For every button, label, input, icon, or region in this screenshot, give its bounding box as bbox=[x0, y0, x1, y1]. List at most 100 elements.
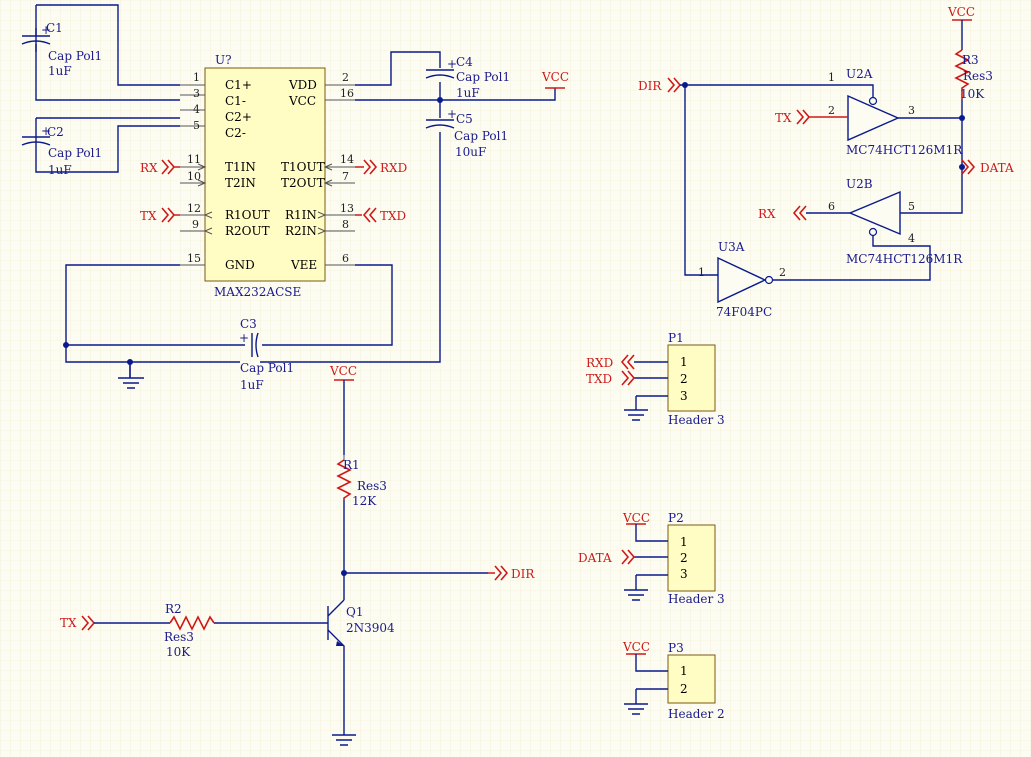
c1-value: Cap Pol1 bbox=[48, 49, 102, 63]
u7-pin-name: R1OUT bbox=[225, 208, 270, 222]
u7-pin-name: C1- bbox=[225, 94, 246, 108]
net-label-vcc: VCC bbox=[947, 5, 975, 19]
net-label-vcc: VCC bbox=[622, 511, 650, 525]
u7-pin-name: VEE bbox=[290, 258, 317, 272]
c2-ref: C2 bbox=[47, 125, 64, 139]
net-label-rxd: RXD bbox=[586, 356, 613, 370]
c5-ref: C5 bbox=[456, 112, 473, 126]
p1-pin: 3 bbox=[680, 389, 688, 403]
net-port-data[interactable]: DATA bbox=[961, 159, 1014, 175]
net-port-dir-out[interactable]: DIR bbox=[488, 565, 535, 581]
u7-pin-name: C2- bbox=[225, 126, 246, 140]
u2b-part: MC74HCT126M1R bbox=[846, 252, 963, 266]
u3a-ref: U3A bbox=[718, 240, 745, 254]
power-port-vcc-2[interactable]: VCC bbox=[329, 364, 357, 381]
u2a-in-pin: 2 bbox=[828, 104, 835, 117]
power-port-vcc-1[interactable]: VCC bbox=[541, 70, 569, 89]
header-p2[interactable]: P2 1 2 3 Header 3 bbox=[667, 511, 725, 606]
p1-pin: 1 bbox=[680, 355, 688, 369]
c2-value: Cap Pol1 bbox=[48, 146, 102, 160]
u2a-en-pin: 1 bbox=[828, 71, 835, 84]
u2a-out-pin: 3 bbox=[908, 104, 915, 117]
u7-pin-num: 10 bbox=[187, 170, 201, 183]
u7-pin-name: R2IN bbox=[285, 224, 317, 238]
net-port-rx-out[interactable]: RX bbox=[758, 205, 807, 221]
u7-pin-num: 4 bbox=[193, 103, 200, 116]
c3-size: 1uF bbox=[240, 378, 264, 392]
net-port-rxd-p1[interactable]: RXD bbox=[586, 354, 635, 370]
q1-part: 2N3904 bbox=[346, 621, 395, 635]
power-port-vcc-p2[interactable]: VCC bbox=[622, 511, 650, 525]
ground-icon bbox=[624, 589, 648, 601]
header-p1[interactable]: P1 1 2 3 Header 3 bbox=[667, 331, 725, 427]
ground-icon bbox=[332, 734, 356, 746]
net-port-data-p2[interactable]: DATA bbox=[578, 549, 636, 565]
u7-pin-name: T2IN bbox=[225, 176, 256, 190]
p2-ref: P2 bbox=[668, 511, 684, 525]
u7-pin-name: GND bbox=[225, 258, 255, 272]
c4-size: 1uF bbox=[456, 86, 480, 100]
inverter-u3a[interactable]: 1 2 U3A 74F04PC bbox=[698, 240, 790, 319]
net-label-txd: TXD bbox=[586, 372, 612, 386]
net-port-txd[interactable]: TXD bbox=[355, 207, 406, 223]
power-port-vcc-p3[interactable]: VCC bbox=[622, 640, 650, 655]
net-port-rxd[interactable]: RXD bbox=[355, 159, 407, 175]
u7-pin-name: R1IN bbox=[285, 208, 317, 222]
c5-size: 10uF bbox=[455, 145, 486, 159]
capacitor-c2[interactable]: + C2 Cap Pol1 1uF bbox=[21, 124, 102, 177]
c4-value: Cap Pol1 bbox=[456, 70, 510, 84]
net-port-tx-buf[interactable]: TX bbox=[775, 109, 848, 125]
resistor-r2[interactable]: R2 Res3 10K bbox=[164, 602, 215, 659]
capacitor-c1[interactable]: + C1 Cap Pol1 1uF bbox=[21, 21, 102, 78]
svg-text:+: + bbox=[41, 23, 51, 37]
u7-pin-name: C1+ bbox=[225, 78, 252, 92]
u7-pin-num: 9 bbox=[192, 218, 199, 231]
u7-pin-num: 1 bbox=[193, 71, 200, 84]
c4-ref: C4 bbox=[456, 55, 473, 69]
u7-pin-name: T2OUT bbox=[281, 176, 325, 190]
u3a-part: 74F04PC bbox=[716, 305, 772, 319]
net-label-vcc: VCC bbox=[622, 640, 650, 654]
r2-ref: R2 bbox=[165, 602, 182, 616]
resistor-r1[interactable]: R1 Res3 12K bbox=[336, 458, 387, 508]
resistor-r3[interactable]: R3 Res3 10K bbox=[954, 49, 993, 101]
capacitor-c4[interactable]: + C4 Cap Pol1 1uF bbox=[425, 55, 510, 100]
c1-size: 1uF bbox=[48, 64, 72, 78]
u7-pin-num: 14 bbox=[340, 153, 354, 166]
net-label-rxd: RXD bbox=[380, 161, 407, 175]
p3-pin: 2 bbox=[680, 682, 688, 696]
p1-ref: P1 bbox=[668, 331, 684, 345]
u7-pin-num: 2 bbox=[342, 71, 349, 84]
u7-pin-name: C2+ bbox=[225, 110, 252, 124]
buffer-u2a[interactable]: 1 2 3 U2A MC74HCT126M1R bbox=[828, 67, 963, 157]
power-port-vcc-3[interactable]: VCC bbox=[947, 5, 975, 21]
net-port-rx-in[interactable]: RX bbox=[140, 159, 180, 175]
buffer-u2b[interactable]: 5 4 6 U2B MC74HCT126M1R bbox=[828, 177, 963, 266]
u2a-part: MC74HCT126M1R bbox=[846, 143, 963, 157]
u7-pin-num: 12 bbox=[187, 202, 201, 215]
net-port-txd-p1[interactable]: TXD bbox=[586, 370, 636, 386]
net-label-txd: TXD bbox=[380, 209, 406, 223]
r1-size: 12K bbox=[352, 494, 377, 508]
p1-pin: 2 bbox=[680, 372, 688, 386]
net-label-dir: DIR bbox=[638, 79, 662, 93]
p3-ref: P3 bbox=[668, 641, 684, 655]
c3-value: Cap Pol1 bbox=[240, 361, 294, 375]
u7-pin-name: T1OUT bbox=[281, 160, 325, 174]
p2-pin: 2 bbox=[680, 551, 688, 565]
header-p3[interactable]: P3 1 2 Header 2 bbox=[667, 641, 725, 721]
u2a-ref: U2A bbox=[846, 67, 873, 81]
capacitor-c3[interactable]: + C3 Cap Pol1 1uF bbox=[239, 317, 294, 392]
u7-ref: U? bbox=[215, 53, 232, 67]
net-port-tx-in[interactable]: TX bbox=[140, 207, 180, 223]
capacitor-c5[interactable]: + C5 Cap Pol1 10uF bbox=[425, 107, 508, 159]
ground-icon bbox=[624, 409, 648, 421]
max232-chip[interactable]: U? MAX232ACSE 1 3 4 5 11 10 12 9 15 C1+ … bbox=[180, 53, 355, 299]
net-label-rx: RX bbox=[140, 161, 158, 175]
u2b-in-pin: 5 bbox=[908, 200, 915, 213]
r1-ref: R1 bbox=[343, 458, 360, 472]
u7-pin-num: 16 bbox=[340, 87, 354, 100]
net-port-tx-q[interactable]: TX bbox=[60, 615, 96, 631]
ground-icon bbox=[624, 703, 648, 715]
